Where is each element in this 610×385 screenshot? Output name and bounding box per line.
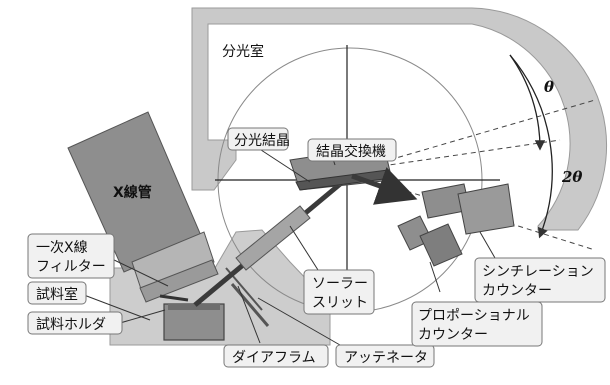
callout-diaphragm xyxy=(223,344,329,368)
scint-label-2: カウンター xyxy=(482,283,552,299)
two-theta-ref-line xyxy=(354,174,596,251)
two-theta-symbol: 2θ xyxy=(561,168,582,186)
primary-filter-label-1: 一次X線 xyxy=(36,240,88,256)
crystal-ref-line xyxy=(354,139,561,171)
soller-label-2: スリット xyxy=(312,295,368,311)
analyzing-crystal-label: 分光結晶 xyxy=(234,133,290,149)
spectro-room-label: 分光室 xyxy=(222,43,264,60)
callout-sample-room xyxy=(27,281,87,305)
callout-changer xyxy=(307,138,397,162)
theta-arc xyxy=(509,54,546,151)
leader-crystal xyxy=(257,147,311,183)
soller-slit xyxy=(235,205,311,271)
primary-filter-label-2: フィルター xyxy=(36,259,106,275)
callout-attenuator xyxy=(335,344,435,368)
attenuator-label: アッテネータ xyxy=(344,350,428,366)
crystal-changer-label: 結晶交換機 xyxy=(316,143,386,160)
two-theta-arc xyxy=(509,54,553,239)
scintillation-counter-body xyxy=(457,183,515,235)
leader-scint xyxy=(479,231,496,259)
xray-tube-window xyxy=(131,231,215,293)
leader-attenuator xyxy=(257,297,341,346)
callout-soller xyxy=(303,269,375,315)
leader-prop xyxy=(429,261,441,293)
spectrometer-housing xyxy=(191,7,607,231)
leader-sample-holder xyxy=(119,309,166,324)
diffracted-beam xyxy=(351,167,418,205)
sample-room-label: 試料室 xyxy=(36,286,78,303)
theta-symbol: θ xyxy=(544,78,554,96)
prop-label-2: カウンター xyxy=(418,327,488,343)
sample xyxy=(168,304,220,310)
primary-filter xyxy=(139,259,219,303)
primary-beam xyxy=(159,294,189,302)
xray-tube-label: X線管 xyxy=(113,184,152,201)
prop-label-1: プロポーショナル xyxy=(418,308,530,324)
callout-sample-holder xyxy=(27,311,123,335)
callout-crystal xyxy=(227,127,289,151)
leader-filter xyxy=(109,257,169,287)
proportional-counter-body xyxy=(419,223,463,267)
sample-holder-label: 試料ホルダ xyxy=(36,317,106,333)
leader-diaphragm xyxy=(237,285,261,344)
scint-label-1: シンチレーション xyxy=(482,264,594,280)
callout-filter xyxy=(27,233,115,279)
diaphragm-label: ダイアフラム xyxy=(232,350,316,366)
soller-label-1: ソーラー xyxy=(312,276,368,292)
leader-soller xyxy=(289,225,319,271)
callout-prop xyxy=(411,301,543,347)
diaphragm-plate-1 xyxy=(230,283,270,327)
theta-ref-line xyxy=(354,99,596,171)
leader-sample-room xyxy=(83,294,151,321)
